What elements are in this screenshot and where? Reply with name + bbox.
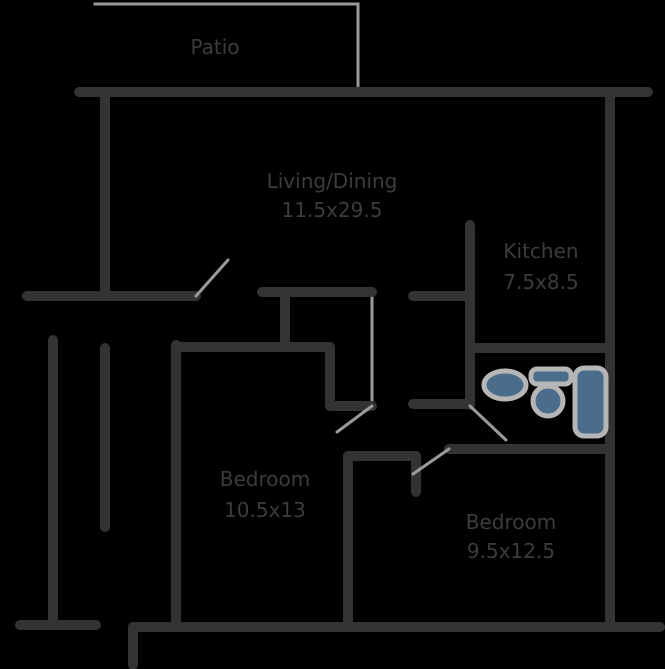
- room-dimensions-bedroom-1: 10.5x13: [224, 498, 306, 522]
- room-label-kitchen: Kitchen: [503, 239, 578, 263]
- room-dimensions-bedroom-2: 9.5x12.5: [467, 539, 555, 563]
- hall-door-swing: [335, 404, 374, 434]
- room-label-bedroom-1: Bedroom: [220, 467, 310, 491]
- patio-door-swing: [194, 258, 230, 298]
- bathroom-sink: [481, 368, 529, 402]
- bedroom2-door-swing: [411, 447, 451, 476]
- bathroom-fixture-group: [481, 365, 609, 439]
- door-swing-group: [194, 258, 508, 476]
- room-label-patio: Patio: [190, 35, 239, 59]
- room-label-bedroom-2: Bedroom: [466, 510, 556, 534]
- toilet-bowl: [530, 383, 566, 419]
- room-dimensions-kitchen: 7.5x8.5: [503, 270, 578, 294]
- bathtub: [572, 365, 609, 439]
- bathroom-door-swing: [468, 404, 508, 442]
- room-dimensions-living-dining: 11.5x29.5: [282, 198, 383, 222]
- wall-group: [15, 87, 665, 669]
- patio-outline-group: [93, 2, 374, 408]
- room-label-living-dining: Living/Dining: [267, 169, 398, 193]
- toilet-tank: [528, 366, 574, 387]
